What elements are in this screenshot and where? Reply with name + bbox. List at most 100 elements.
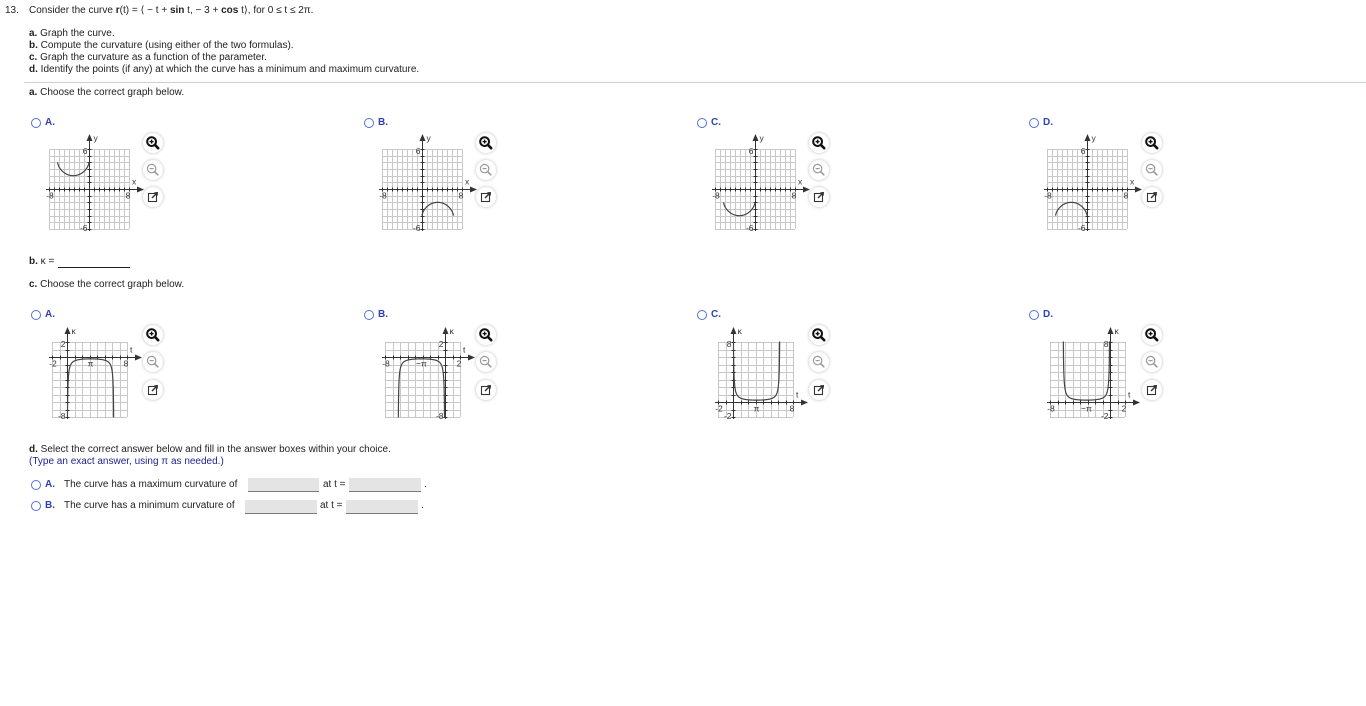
part-d-option-b-label[interactable]: B.: [45, 500, 55, 511]
y-axis-label: κ: [738, 326, 743, 336]
open-new-window-icon: [480, 385, 491, 396]
part-d-instruction: d. Select the correct answer below and f…: [29, 444, 391, 456]
y-max-tick-label: 8: [1104, 339, 1109, 349]
plotted-curve: [56, 162, 90, 177]
open-new-window-icon: [1146, 192, 1157, 203]
zoom-out-button[interactable]: [476, 352, 496, 372]
part-c-option-c-radio[interactable]: [697, 310, 707, 320]
part-c-option-d-label[interactable]: D.: [1043, 309, 1053, 320]
y-max-tick-label: 6: [83, 146, 88, 156]
x-axis-label: x: [132, 177, 137, 187]
period: .: [424, 479, 427, 490]
part-c-option-c-label[interactable]: C.: [711, 309, 721, 320]
part-a-option-c-label[interactable]: C.: [711, 117, 721, 128]
x-min-tick-label: -8: [712, 191, 720, 201]
prompt-text: t⟩, for 0 ≤ t ≤ 2π.: [238, 5, 314, 16]
part-c-option-a-label[interactable]: A.: [45, 309, 55, 320]
y-max-tick-label: 6: [416, 146, 421, 156]
plotted-curve: [421, 201, 455, 216]
zoom-in-icon: [1145, 136, 1159, 150]
part-c-option-d-radio[interactable]: [1029, 310, 1039, 320]
open-new-window-button[interactable]: [1142, 380, 1162, 400]
part-d-option-a-text: The curve has a maximum curvature of: [64, 479, 238, 490]
x-min-tick-label: -8: [1044, 191, 1052, 201]
x-max-tick-label: 8: [792, 191, 797, 201]
x-axis-arrow-icon: [801, 399, 808, 406]
zoom-in-button[interactable]: [476, 325, 496, 345]
y-axis-label: y: [94, 133, 99, 143]
x-axis-arrow-icon: [803, 186, 810, 193]
part-a-option-d-radio[interactable]: [1029, 118, 1039, 128]
open-new-window-button[interactable]: [143, 380, 163, 400]
zoom-out-button[interactable]: [1142, 160, 1162, 180]
zoom-in-button[interactable]: [809, 325, 829, 345]
part-d-option-b-radio[interactable]: [31, 501, 41, 511]
prompt-text: (t) = ⟨ − t +: [119, 5, 170, 16]
plotted-curve: [722, 202, 756, 217]
part-d-option-b-text: The curve has a minimum curvature of: [64, 500, 235, 511]
open-new-window-icon: [480, 192, 491, 203]
zoom-out-button[interactable]: [809, 160, 829, 180]
part-a-option-b-radio[interactable]: [364, 118, 374, 128]
x-min-tick-label: -2: [715, 404, 723, 414]
zoom-out-button[interactable]: [143, 352, 163, 372]
zoom-in-button[interactable]: [809, 133, 829, 153]
open-new-window-button[interactable]: [809, 380, 829, 400]
zoom-in-button[interactable]: [1142, 133, 1162, 153]
axes: [712, 140, 804, 231]
section-divider: [24, 82, 1366, 83]
task-c: c. Graph the curvature as a function of …: [29, 52, 267, 64]
part-a-option-a-label[interactable]: A.: [45, 117, 55, 128]
y-axis-arrow-icon: [1107, 327, 1114, 334]
t-mark-label: −π: [416, 359, 427, 369]
x-axis-arrow-icon: [468, 354, 475, 361]
open-new-window-button[interactable]: [476, 187, 496, 207]
open-new-window-icon: [147, 192, 158, 203]
y-axis-arrow-icon: [419, 134, 426, 141]
y-max-tick-label: 2: [439, 339, 444, 349]
y-min-tick-label: -6: [746, 223, 754, 233]
question-prompt: Consider the curve r(t) = ⟨ − t + sin t,…: [29, 5, 313, 17]
max-curvature-t-input[interactable]: [349, 478, 421, 492]
part-d-option-a-label[interactable]: A.: [45, 479, 55, 490]
zoom-in-button[interactable]: [143, 133, 163, 153]
min-curvature-input[interactable]: [245, 500, 317, 514]
part-a-option-b-label[interactable]: B.: [378, 117, 388, 128]
zoom-in-button[interactable]: [476, 133, 496, 153]
zoom-out-button[interactable]: [476, 160, 496, 180]
zoom-in-icon: [479, 328, 493, 342]
task-text: Compute the curvature (using either of t…: [37, 40, 294, 51]
plotted-curve: [397, 358, 446, 418]
plotted-curve: [1062, 341, 1111, 401]
x-max-tick-label: 2: [457, 359, 462, 369]
part-c-option-b-radio[interactable]: [364, 310, 374, 320]
task-text: Graph the curve.: [37, 28, 115, 39]
answer-format-hint: (Type an exact answer, using π as needed…: [29, 456, 224, 467]
part-d-option-a-radio[interactable]: [31, 480, 41, 490]
task-letter: b.: [29, 40, 38, 51]
part-a-option-d-label[interactable]: D.: [1043, 117, 1053, 128]
zoom-out-button[interactable]: [809, 352, 829, 372]
task-text: Graph the curvature as a function of the…: [37, 52, 267, 63]
task-letter: a.: [29, 28, 38, 39]
part-c-option-b-label[interactable]: B.: [378, 309, 388, 320]
zoom-out-button[interactable]: [1142, 352, 1162, 372]
zoom-out-button[interactable]: [143, 160, 163, 180]
part-a-option-c-radio[interactable]: [697, 118, 707, 128]
y-axis-label: κ: [72, 326, 77, 336]
kappa-answer-field[interactable]: [58, 267, 130, 268]
open-new-window-button[interactable]: [809, 187, 829, 207]
part-c-option-a-radio[interactable]: [31, 310, 41, 320]
open-new-window-button[interactable]: [143, 187, 163, 207]
axes: [1044, 140, 1136, 231]
max-curvature-input[interactable]: [248, 478, 319, 492]
y-min-tick-label: -6: [1078, 223, 1086, 233]
part-a-option-a-radio[interactable]: [31, 118, 41, 128]
zoom-in-button[interactable]: [1142, 325, 1162, 345]
min-curvature-t-input[interactable]: [346, 500, 418, 514]
zoom-in-button[interactable]: [143, 325, 163, 345]
open-new-window-button[interactable]: [1142, 187, 1162, 207]
open-new-window-button[interactable]: [476, 380, 496, 400]
instruction-text: Select the correct answer below and fill…: [37, 444, 391, 455]
